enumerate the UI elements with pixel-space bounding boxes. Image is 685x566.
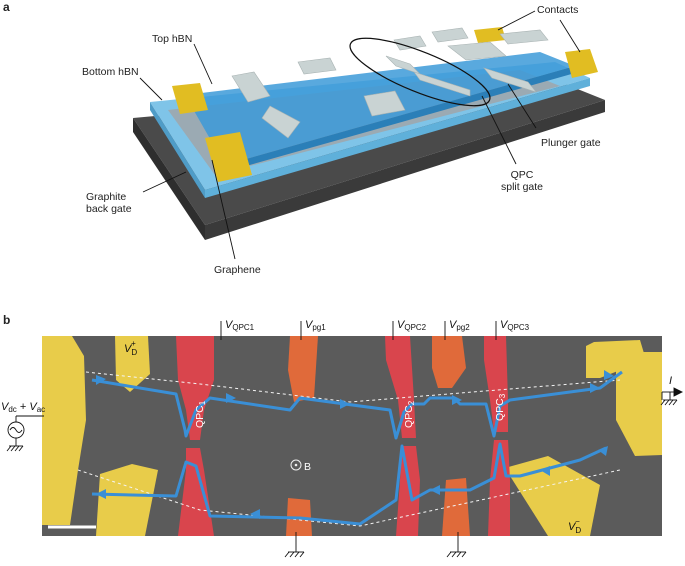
contacts	[172, 27, 598, 182]
device-schematic	[133, 10, 605, 260]
top-hbn-label: Top hBN	[152, 33, 193, 45]
qpc2-gate-label: QPC2	[403, 400, 416, 428]
v-pg2-label: Vpg2	[449, 319, 470, 332]
vd-minus-label: VD−	[568, 517, 581, 535]
graphite-front	[205, 100, 605, 240]
b-field-symbol-icon	[290, 459, 302, 471]
current-output	[660, 387, 684, 406]
edge-channel	[91, 370, 623, 526]
v-pg1-label: Vpg1	[305, 319, 326, 332]
contacts-label: Contacts	[537, 4, 579, 16]
panel-b-letter: b	[3, 313, 11, 327]
ac-source-icon	[6, 415, 44, 452]
source-voltage-label: Vdc + Vac	[1, 401, 45, 414]
ohmic-contacts	[42, 336, 662, 536]
vd-plus-label: VD+	[124, 339, 137, 357]
graphene-label: Graphene	[214, 264, 261, 276]
leader-lines	[139, 10, 581, 260]
top-leads	[220, 321, 497, 340]
current-label: I	[669, 375, 672, 387]
bottom-hbn-front	[205, 78, 590, 198]
top-hbn-front	[225, 66, 575, 172]
b-field-label: B	[304, 461, 311, 473]
qpc1-gate-label: QPC1	[194, 400, 207, 428]
qpc-split-gate-label: QPC split gate	[500, 169, 544, 193]
v-qpc3-label: VQPC3	[500, 319, 530, 332]
bottom-grounds	[284, 532, 467, 558]
gates	[231, 27, 549, 139]
qpc-highlight-ellipse	[349, 37, 491, 107]
v-qpc2-label: VQPC2	[397, 319, 427, 332]
panel-a-letter: a	[3, 0, 10, 14]
v-qpc1-label: VQPC1	[225, 319, 255, 332]
plunger-gate-label: Plunger gate	[541, 137, 601, 149]
graphite-back-gate-label: Graphite back gate	[86, 191, 132, 215]
bottom-hbn-side	[150, 102, 205, 198]
qpc3-gate-label: QPC3	[494, 393, 507, 421]
qpc-gates	[176, 336, 510, 536]
graphite-side	[133, 118, 205, 240]
bottom-hbn-label: Bottom hBN	[82, 66, 139, 78]
graphene-outline	[77, 371, 621, 527]
channel-arrows	[96, 370, 614, 519]
